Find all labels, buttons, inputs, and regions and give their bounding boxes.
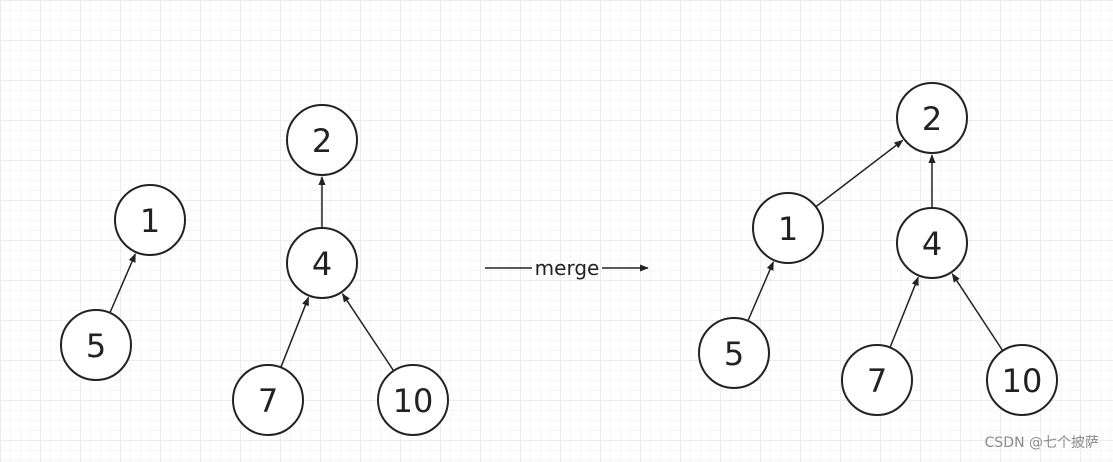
after-tree-node-10: 10 — [986, 344, 1058, 416]
before-right-tree-node-10: 10 — [377, 364, 449, 436]
after-tree-node-2: 2 — [896, 82, 968, 154]
node-label: 2 — [922, 100, 942, 138]
before-right-tree-edge-10-to-4 — [341, 293, 395, 372]
node-label: 10 — [393, 382, 434, 420]
after-tree-node-4: 4 — [896, 207, 968, 279]
node-circle — [60, 309, 132, 381]
merge-label: merge — [535, 256, 600, 280]
node-circle — [232, 364, 304, 436]
before-left-tree-edge-5-to-1 — [109, 253, 137, 314]
after-tree-edge-7-to-4 — [889, 276, 919, 348]
csdn-watermark: CSDN @七个披萨 — [984, 435, 1099, 451]
node-label: 1 — [140, 202, 160, 240]
node-circle — [986, 344, 1058, 416]
node-label: 10 — [1002, 362, 1043, 400]
node-label: 2 — [312, 122, 332, 160]
before-right-tree-edge-7-to-4 — [280, 296, 310, 368]
before-left-tree-node-1: 1 — [114, 184, 186, 256]
after-tree-edge-5-to-1 — [747, 261, 775, 322]
node-circle — [896, 207, 968, 279]
before-left-tree-node-5: 5 — [60, 309, 132, 381]
after-tree-edge-1-to-2 — [815, 139, 904, 208]
node-label: 1 — [778, 210, 798, 248]
node-label: 7 — [258, 382, 278, 420]
node-circle — [377, 364, 449, 436]
before-right-tree-node-4: 4 — [286, 227, 358, 299]
node-circle — [286, 104, 358, 176]
node-circle — [286, 227, 358, 299]
after-tree-node-1: 1 — [752, 192, 824, 264]
node-circle — [114, 184, 186, 256]
node-label: 4 — [312, 245, 332, 283]
node-label: 5 — [724, 335, 744, 373]
after-tree-edge-10-to-4 — [951, 273, 1004, 352]
node-label: 4 — [922, 225, 942, 263]
node-circle — [752, 192, 824, 264]
node-label: 5 — [86, 327, 106, 365]
before-right-tree-node-7: 7 — [232, 364, 304, 436]
node-circle — [698, 317, 770, 389]
after-tree-node-7: 7 — [841, 344, 913, 416]
before-right-tree-node-2: 2 — [286, 104, 358, 176]
node-circle — [896, 82, 968, 154]
node-circle — [841, 344, 913, 416]
node-label: 7 — [867, 362, 887, 400]
after-tree-node-5: 5 — [698, 317, 770, 389]
